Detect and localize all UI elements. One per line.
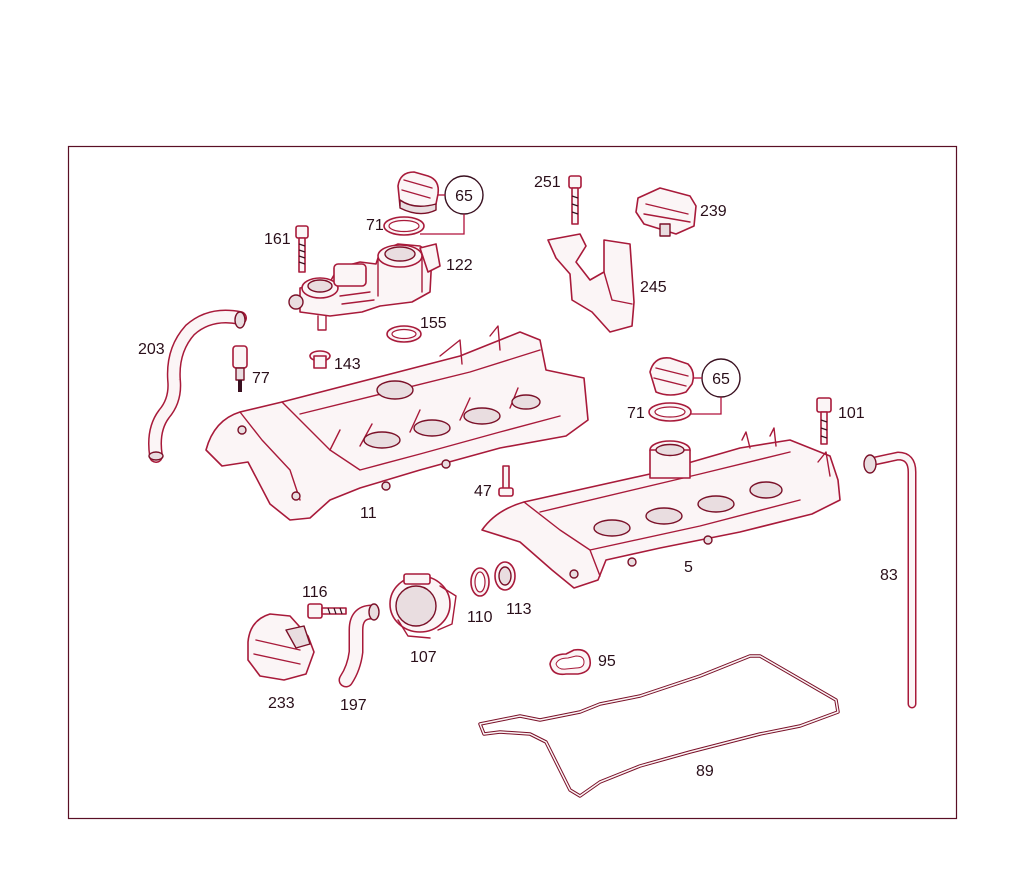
label-110: 110: [467, 609, 493, 626]
label-11: 11: [360, 505, 377, 522]
part-233-cover[interactable]: [247, 613, 315, 681]
label-143: 143: [334, 356, 361, 373]
part-11-cylinder-head-cover-left[interactable]: [205, 325, 589, 521]
part-71-seal-ring-right[interactable]: [648, 402, 692, 422]
diagram-frame: [67, 145, 958, 820]
part-161-bolt[interactable]: [295, 225, 309, 273]
callout-65-right-circle: [690, 358, 741, 415]
label-122: 122: [446, 257, 473, 274]
label-239: 239: [700, 203, 727, 220]
label-203: 203: [138, 341, 165, 358]
part-122-oil-separator[interactable]: [288, 243, 441, 331]
part-110-o-ring[interactable]: [470, 567, 490, 597]
part-113-seal[interactable]: [494, 561, 516, 591]
label-65-right: 65: [712, 371, 730, 388]
label-95: 95: [598, 653, 616, 670]
part-197-hose[interactable]: [338, 603, 380, 688]
part-155-o-ring[interactable]: [386, 325, 422, 343]
label-71-top: 71: [366, 217, 384, 234]
part-107-valve[interactable]: [389, 573, 457, 639]
label-47: 47: [474, 483, 492, 500]
part-89-cover-gasket[interactable]: [478, 654, 840, 798]
label-77: 77: [252, 370, 270, 387]
part-143-plug[interactable]: [309, 350, 331, 369]
part-251-bolt[interactable]: [568, 175, 582, 225]
part-5-cylinder-head-cover-right[interactable]: [481, 427, 841, 589]
label-161: 161: [264, 231, 291, 248]
label-5: 5: [684, 559, 693, 576]
part-65-oil-cap-right[interactable]: [649, 356, 695, 396]
label-155: 155: [420, 315, 447, 332]
label-251: 251: [534, 174, 561, 191]
part-65-oil-cap-top[interactable]: [397, 171, 440, 215]
label-83: 83: [880, 567, 898, 584]
label-245: 245: [640, 279, 667, 296]
label-65-top: 65: [455, 188, 473, 205]
label-71-right: 71: [627, 405, 645, 422]
label-197: 197: [340, 697, 367, 714]
part-83-breather-pipe[interactable]: [863, 451, 917, 709]
part-71-seal-ring-top[interactable]: [383, 216, 425, 236]
part-203-breather-hose[interactable]: [148, 309, 247, 463]
part-245-bracket[interactable]: [547, 233, 635, 333]
part-95-gasket[interactable]: [549, 648, 592, 676]
part-116-bolt[interactable]: [307, 603, 347, 619]
label-89: 89: [696, 763, 714, 780]
label-107: 107: [410, 649, 437, 666]
callout-65-top-circle: [420, 175, 484, 235]
label-113: 113: [506, 601, 532, 618]
label-116: 116: [302, 584, 328, 601]
label-101: 101: [838, 405, 865, 422]
part-239-connector[interactable]: [635, 187, 697, 237]
part-101-bolt[interactable]: [816, 397, 832, 445]
part-77-sensor[interactable]: [232, 345, 248, 392]
part-47-bolt[interactable]: [498, 465, 514, 497]
label-233: 233: [268, 695, 295, 712]
